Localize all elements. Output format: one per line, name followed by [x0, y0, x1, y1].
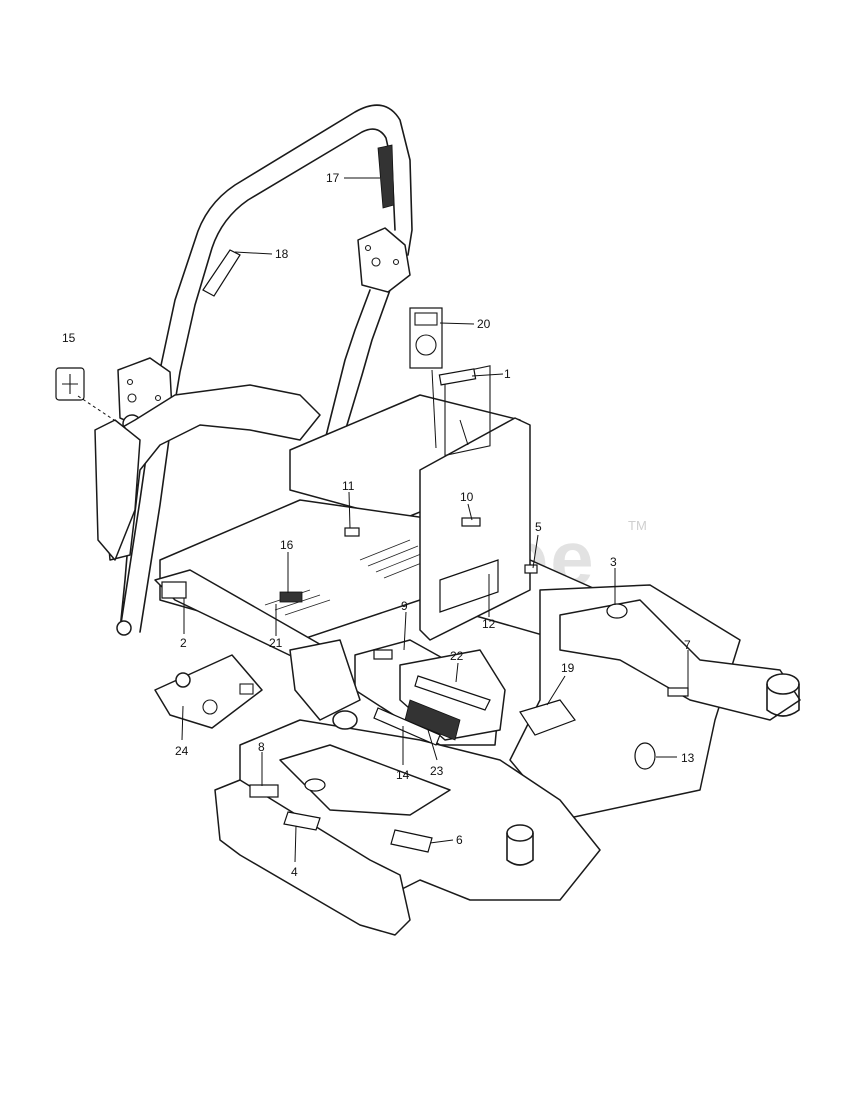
callout-18: 18: [275, 247, 289, 261]
callout-23: 23: [430, 764, 444, 778]
callout-8: 8: [258, 740, 265, 754]
callout-2: 2: [180, 636, 187, 650]
decal-2: [161, 581, 187, 599]
callout-13: 13: [681, 751, 695, 765]
decal-14: [373, 707, 441, 746]
decal-17: [377, 144, 395, 209]
callout-21: 21: [269, 636, 283, 650]
decal-23: [404, 699, 461, 741]
decal-10: [461, 517, 481, 527]
callout-17: 17: [326, 171, 340, 185]
decal-7: [667, 687, 689, 697]
decal-22: [414, 675, 491, 711]
callout-6: 6: [456, 833, 463, 847]
callout-7: 7: [684, 638, 691, 652]
callout-10: 10: [460, 490, 474, 504]
watermark-trademark: TM: [628, 518, 647, 533]
callout-14: 14: [396, 768, 410, 782]
callout-24: 24: [175, 744, 189, 758]
leader-lines: [77, 177, 689, 863]
decals: [55, 144, 689, 853]
decal-13: [634, 742, 656, 770]
decal-12: [439, 559, 499, 613]
callout-20: 20: [477, 317, 491, 331]
callout-15: 15: [62, 331, 76, 345]
decal-9: [373, 649, 393, 660]
callout-9: 9: [401, 599, 408, 613]
callout-12: 12: [482, 617, 496, 631]
callout-labels: 1 2 3 4 5 6 7 8 9 10 11 12 13 14 15 16 1…: [62, 171, 695, 879]
decal-6: [390, 829, 433, 853]
decal-5: [524, 564, 538, 574]
decal-8: [249, 784, 279, 798]
main-frame: [94, 365, 801, 936]
callout-16: 16: [280, 538, 294, 552]
decal-18: [202, 249, 241, 297]
callout-4: 4: [291, 865, 298, 879]
decal-3: [606, 603, 628, 619]
decal-19: [519, 699, 576, 736]
decal-16: [279, 591, 303, 603]
callout-1: 1: [504, 367, 511, 381]
callout-3: 3: [610, 555, 617, 569]
decal-1: [438, 368, 477, 386]
callout-5: 5: [535, 520, 542, 534]
callout-22: 22: [450, 649, 464, 663]
callout-19: 19: [561, 661, 575, 675]
decal-4: [283, 811, 321, 831]
decal-11: [344, 527, 360, 537]
decal-24-panel: [154, 654, 263, 729]
callout-11: 11: [342, 479, 355, 493]
